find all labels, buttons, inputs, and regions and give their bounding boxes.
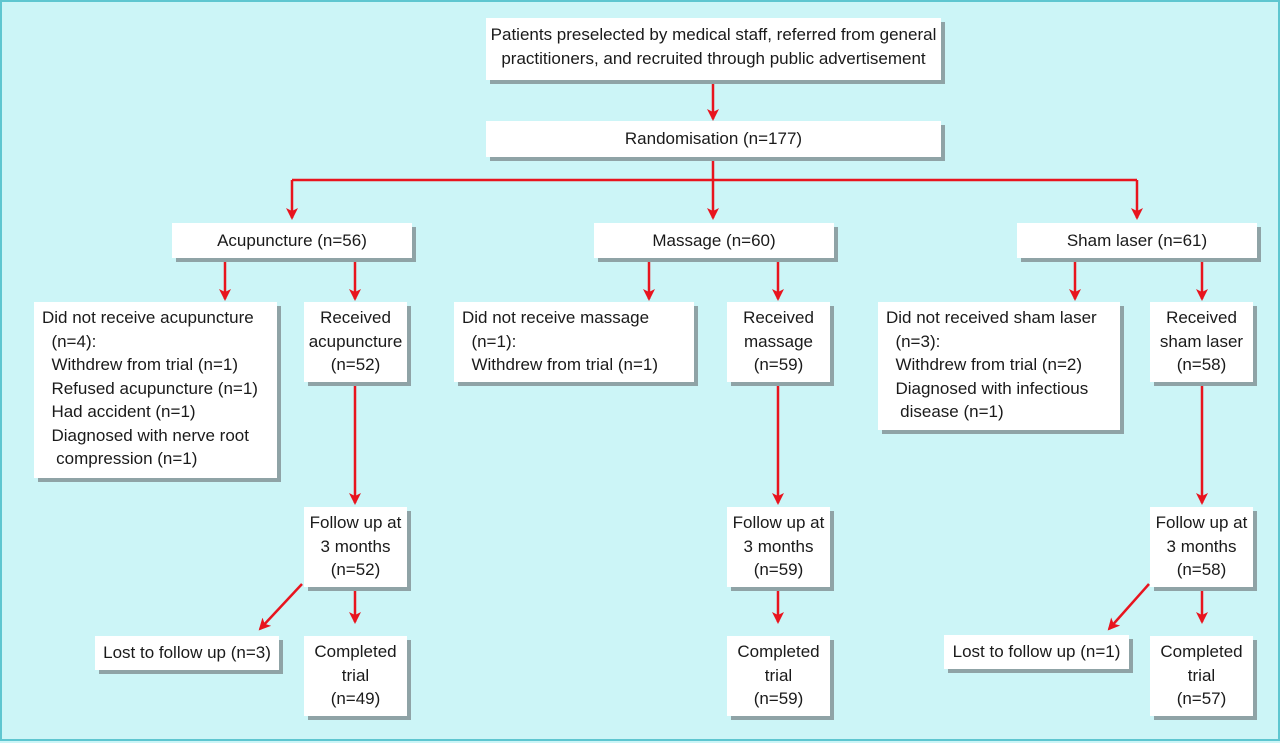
sham-lost-box: Lost to follow up (n=1) — [944, 635, 1129, 669]
massage-group-box: Massage (n=60) — [594, 223, 834, 258]
acupuncture-lost-box: Lost to follow up (n=3) — [95, 636, 279, 670]
acupuncture-received-box: Received acupuncture (n=52) — [304, 302, 407, 382]
massage-followup-box: Follow up at 3 months (n=59) — [727, 507, 830, 587]
randomisation-box: Randomisation (n=177) — [486, 121, 941, 157]
acupuncture-followup-box: Follow up at 3 months (n=52) — [304, 507, 407, 587]
arrow-acu-lost — [258, 583, 303, 631]
sham-completed-box: Completed trial (n=57) — [1150, 636, 1253, 716]
acupuncture-completed-box: Completed trial (n=49) — [304, 636, 407, 716]
acupuncture-group-box: Acupuncture (n=56) — [172, 223, 412, 258]
arrow-sham-lost — [1107, 583, 1150, 631]
acupuncture-excluded-box: Did not receive acupuncture (n=4): Withd… — [34, 302, 277, 478]
massage-completed-box: Completed trial (n=59) — [727, 636, 830, 716]
massage-excluded-box: Did not receive massage (n=1): Withdrew … — [454, 302, 694, 382]
massage-received-box: Received massage (n=59) — [727, 302, 830, 382]
recruitment-box: Patients preselected by medical staff, r… — [486, 18, 941, 80]
sham-excluded-box: Did not received sham laser (n=3): Withd… — [878, 302, 1120, 430]
sham-group-box: Sham laser (n=61) — [1017, 223, 1257, 258]
sham-received-box: Received sham laser (n=58) — [1150, 302, 1253, 382]
sham-followup-box: Follow up at 3 months (n=58) — [1150, 507, 1253, 587]
